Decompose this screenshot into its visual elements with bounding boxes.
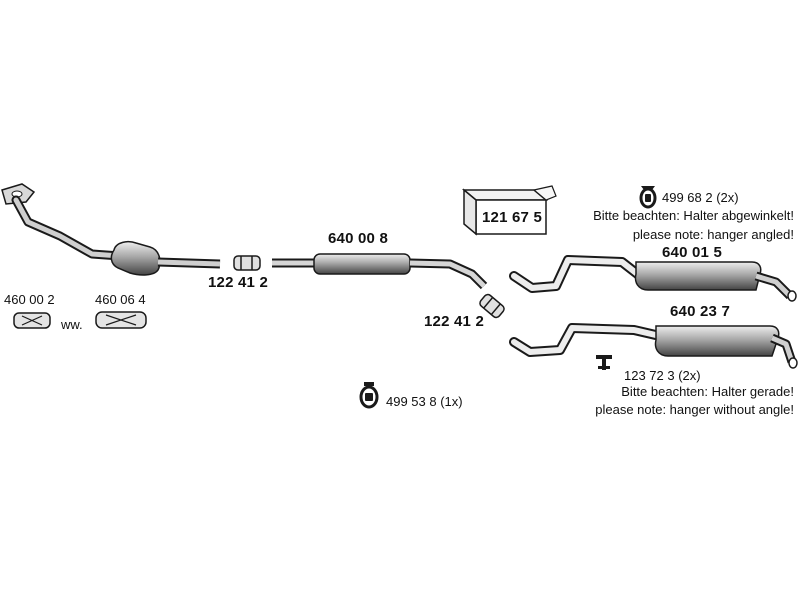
gasket-alternative-label: ww. — [61, 317, 83, 332]
rear-silencer-a-box — [634, 261, 762, 291]
part-number-clamp-front: 122 41 2 — [208, 274, 268, 291]
note-bottom-english: please note: hanger without angle! — [595, 402, 794, 417]
part-number-gasket-b: 460 06 4 — [95, 292, 146, 307]
part-number-rubber-mount-centre: 499 53 8 (1x) — [386, 394, 463, 409]
rear-silencer-b-box — [654, 325, 780, 357]
note-top-german: Bitte beachten: Halter abgewinkelt! — [593, 208, 794, 223]
catalytic-converter — [110, 240, 161, 276]
front-pipe — [11, 195, 125, 261]
front-pipe-with-catalyst — [1, 183, 221, 276]
clamp-rear — [479, 293, 505, 319]
centre-silencer-box — [313, 253, 411, 275]
part-number-gasket-a: 460 00 2 — [4, 292, 55, 307]
part-number-rubber-mount-top: 499 68 2 (2x) — [662, 190, 739, 205]
centre-silencer — [272, 253, 488, 290]
gasket-a — [13, 312, 51, 329]
part-number-hanger-bottom: 123 72 3 (2x) — [624, 368, 701, 383]
hanger-bottom — [596, 355, 612, 370]
rear-silencer-a — [509, 255, 797, 302]
mounting-kit-box — [461, 185, 557, 236]
note-top-english: please note: hanger angled! — [632, 227, 794, 242]
rubber-mount-centre — [359, 382, 379, 409]
part-number-centre-silencer: 640 00 8 — [328, 230, 388, 247]
gasket-b — [95, 311, 147, 329]
rear-silencer-b — [509, 323, 798, 369]
part-number-mounting-kit: 121 67 5 — [482, 209, 542, 226]
rubber-mount-top — [639, 186, 657, 209]
clamp-front — [233, 255, 261, 271]
part-number-rear-silencer-a: 640 01 5 — [662, 244, 722, 261]
part-number-clamp-rear: 122 41 2 — [424, 313, 484, 330]
part-number-rear-silencer-b: 640 23 7 — [670, 303, 730, 320]
note-bottom-german: Bitte beachten: Halter gerade! — [621, 384, 794, 399]
